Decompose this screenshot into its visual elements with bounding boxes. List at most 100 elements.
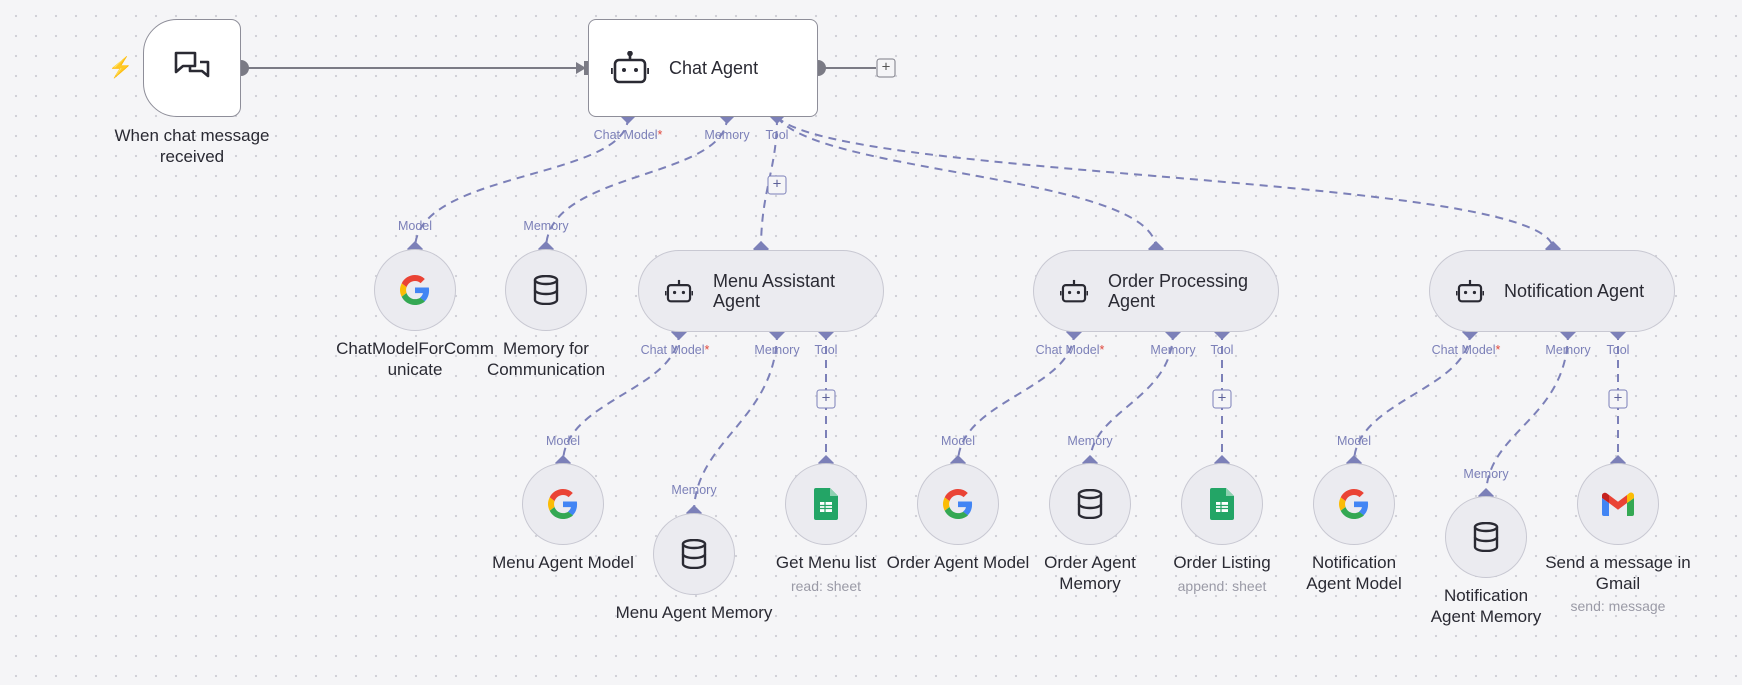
menu-model-node[interactable] <box>522 463 604 545</box>
robot-icon <box>665 278 693 304</box>
order-memory-node[interactable] <box>1049 463 1131 545</box>
order-memory-port-in: Memory <box>1067 434 1113 448</box>
add-tool-button[interactable]: + <box>767 175 787 195</box>
wire-order-memory <box>1089 331 1174 464</box>
order-agent-title: Order Processing Agent <box>1108 270 1249 311</box>
notif-memory-node[interactable] <box>1445 496 1527 578</box>
gmail-icon <box>1602 492 1634 516</box>
notif-memory-port-in: Memory <box>1463 467 1509 481</box>
notif-agent-node[interactable]: Notification Agent <box>1429 250 1675 332</box>
chat-agent-title: Chat Agent <box>669 57 759 78</box>
menu-port-chat-model: Chat Model* <box>641 343 710 357</box>
sheets-icon <box>1210 488 1234 520</box>
chat-agent-node[interactable]: Chat Agent <box>588 19 818 117</box>
add-button-label: + <box>1613 389 1623 407</box>
sheets-icon <box>814 488 838 520</box>
add-button-label: + <box>881 58 891 76</box>
gmail-label: Send a message in Gmail <box>1545 553 1691 593</box>
trigger-label: When chat message received <box>114 126 270 166</box>
google-icon <box>943 489 973 519</box>
order-add-tool-button[interactable]: + <box>1212 389 1232 409</box>
menu-memory-label: Menu Agent Memory <box>615 603 773 622</box>
order-port-tool: Tool <box>1210 343 1234 357</box>
chat-model-node[interactable] <box>374 249 456 331</box>
add-button-label: + <box>821 389 831 407</box>
trigger-node[interactable] <box>143 19 241 117</box>
order-listing-sublabel: append: sheet <box>1177 578 1267 594</box>
database-icon <box>680 539 708 569</box>
get-menu-label: Get Menu list <box>775 553 877 572</box>
get-menu-sublabel: read: sheet <box>790 578 862 594</box>
wire-menu-memory <box>693 331 778 514</box>
google-icon <box>548 489 578 519</box>
order-model-label: Order Agent Model <box>886 553 1030 572</box>
wire-chat-tool-order <box>776 116 1157 250</box>
memory-comm-node[interactable] <box>505 249 587 331</box>
order-model-port-in: Model <box>940 434 976 448</box>
get-menu-node[interactable] <box>785 463 867 545</box>
notif-agent-title: Notification Agent <box>1504 280 1645 301</box>
order-port-memory: Memory <box>1150 343 1196 357</box>
robot-icon <box>1456 278 1484 304</box>
wire-chat-tool-notif <box>776 116 1554 250</box>
order-memory-label: Order Agent Memory <box>1044 553 1136 593</box>
notif-add-tool-button[interactable]: + <box>1608 389 1628 409</box>
chat-model-label: ChatModelForCommunicate <box>336 339 494 379</box>
menu-agent-node[interactable]: Menu Assistant Agent <box>638 250 884 332</box>
gmail-node[interactable] <box>1577 463 1659 545</box>
port-chat-model: Chat Model* <box>594 128 663 142</box>
menu-model-label: Menu Agent Model <box>492 553 634 572</box>
order-listing-label: Order Listing <box>1173 553 1271 572</box>
notif-memory-label: Notification Agent Memory <box>1430 586 1542 626</box>
menu-agent-title: Menu Assistant Agent <box>713 270 836 311</box>
port-memory-in: Memory <box>523 219 569 233</box>
wire-notif-memory <box>1485 331 1569 497</box>
notif-model-port-in: Model <box>1336 434 1372 448</box>
arrow-head <box>576 62 586 74</box>
wire-chat-tool-menu <box>760 116 778 250</box>
port-chat-model-text: Chat Model <box>1431 343 1496 357</box>
required-mark: * <box>1099 343 1105 357</box>
port-chat-model-text: Chat Model <box>1035 343 1100 357</box>
database-icon <box>532 275 560 305</box>
required-mark: * <box>657 128 663 142</box>
google-icon <box>400 275 430 305</box>
menu-add-tool-button[interactable]: + <box>816 389 836 409</box>
database-icon <box>1076 489 1104 519</box>
port-tool: Tool <box>765 128 789 142</box>
menu-port-tool: Tool <box>814 343 838 357</box>
menu-memory-port-in: Memory <box>671 483 717 497</box>
wire-notif-model <box>1353 331 1471 464</box>
port-memory: Memory <box>704 128 750 142</box>
order-agent-node[interactable]: Order Processing Agent <box>1033 250 1279 332</box>
required-mark: * <box>1495 343 1501 357</box>
order-listing-node[interactable] <box>1181 463 1263 545</box>
notif-port-tool: Tool <box>1606 343 1630 357</box>
gmail-sublabel: send: message <box>1570 598 1666 614</box>
notif-port-memory: Memory <box>1545 343 1591 357</box>
add-button-label: + <box>1217 389 1227 407</box>
menu-memory-node[interactable] <box>653 513 735 595</box>
menu-port-memory: Memory <box>754 343 800 357</box>
robot-icon <box>1060 278 1088 304</box>
port-chat-model-text: Chat Model <box>640 343 705 357</box>
database-icon <box>1472 522 1500 552</box>
menu-model-port-in: Model <box>545 434 581 448</box>
port-chat-model-text: Chat Model <box>593 128 658 142</box>
order-port-chat-model: Chat Model* <box>1036 343 1105 357</box>
notif-model-node[interactable] <box>1313 463 1395 545</box>
order-model-node[interactable] <box>917 463 999 545</box>
wire-chat-model <box>414 116 629 250</box>
trigger-bolt-icon: ⚡ <box>108 57 133 79</box>
wire-chat-memory <box>545 116 728 250</box>
required-mark: * <box>704 343 710 357</box>
notif-port-chat-model: Chat Model* <box>1432 343 1501 357</box>
port-model-in: Model <box>397 219 433 233</box>
wire-order-model <box>957 331 1075 464</box>
add-node-button[interactable]: + <box>876 58 896 78</box>
google-icon <box>1339 489 1369 519</box>
agent-input-port <box>584 61 590 75</box>
notif-model-label: Notification Agent Model <box>1306 553 1402 593</box>
wire-menu-model <box>562 331 680 464</box>
robot-icon <box>611 51 649 85</box>
